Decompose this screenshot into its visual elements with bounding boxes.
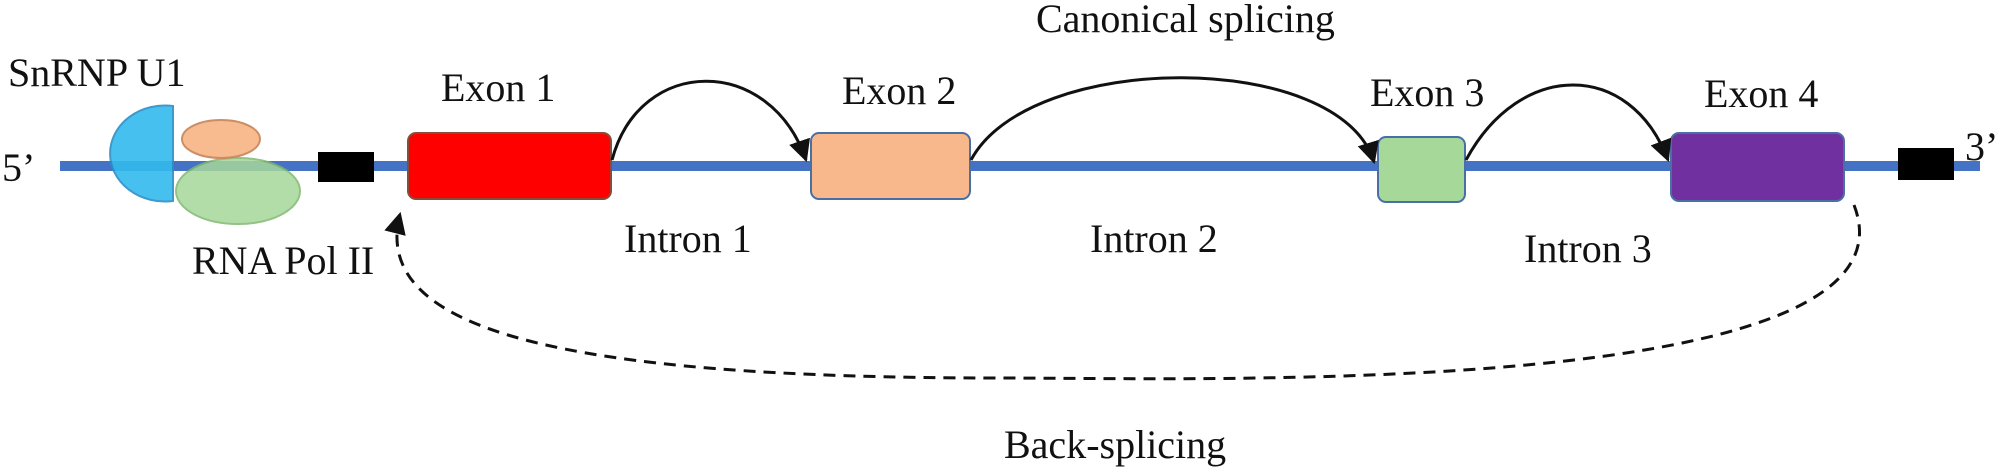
rna-pol-ii-large-subunit [175, 157, 301, 225]
intron-3-label: Intron 3 [1524, 226, 1652, 271]
intron-1-label: Intron 1 [624, 216, 752, 261]
exon-4-label: Exon 4 [1704, 71, 1818, 116]
exon-3-box [1377, 136, 1466, 203]
canonical-splice-arrow-3 [1464, 83, 1672, 163]
exon-2-box [810, 132, 971, 200]
three-prime-label: 3’ [1965, 124, 1998, 169]
canonical-splice-arrow-1 [610, 79, 810, 163]
back-splice-arrow [384, 204, 1861, 381]
rna-pol-ii-label: RNA Pol II [192, 238, 374, 283]
snrnp-u1-shape [109, 104, 174, 203]
back-splicing-label: Back-splicing [1004, 422, 1226, 467]
canonical-splicing-label: Canonical splicing [1036, 0, 1335, 41]
canonical-splice-arrow-2 [969, 76, 1379, 165]
rna-pol-ii-small-subunit [181, 119, 261, 159]
left-flank-box [318, 152, 374, 182]
snrnp-u1-label: SnRNP U1 [8, 50, 185, 95]
exon-1-label: Exon 1 [441, 65, 555, 110]
intron-2-label: Intron 2 [1090, 216, 1218, 261]
right-flank-box [1898, 148, 1954, 180]
exon-1-box [407, 132, 612, 200]
exon-2-label: Exon 2 [842, 68, 956, 113]
exon-3-label: Exon 3 [1370, 70, 1484, 115]
exon-4-box [1670, 132, 1845, 202]
five-prime-label: 5’ [2, 145, 35, 190]
